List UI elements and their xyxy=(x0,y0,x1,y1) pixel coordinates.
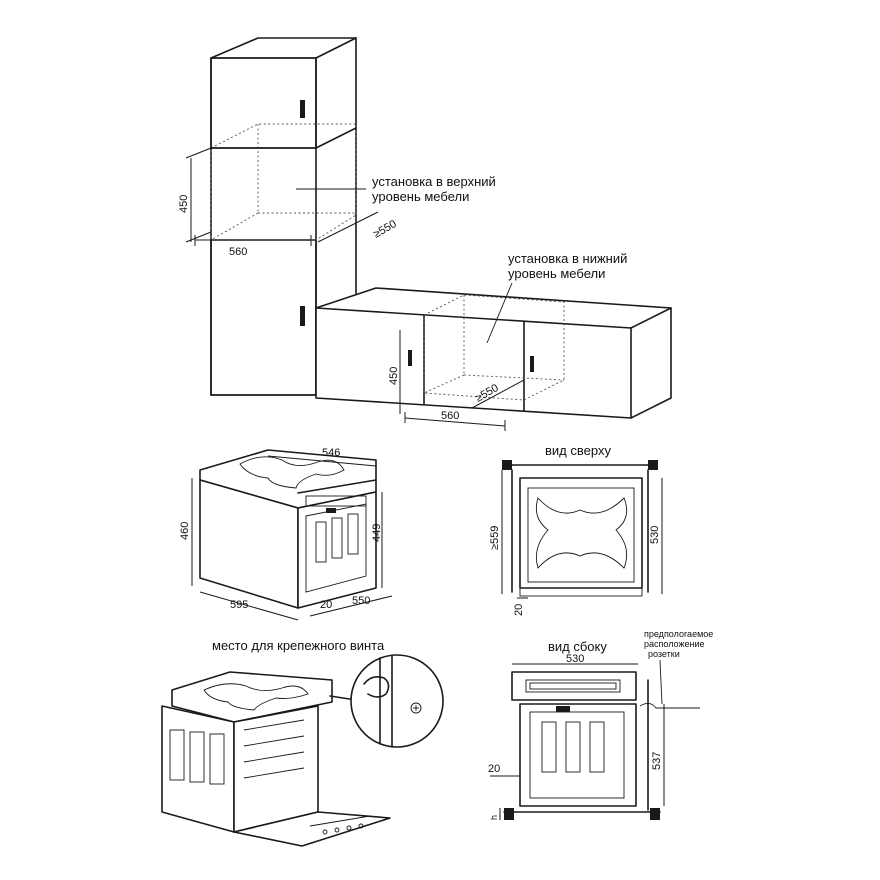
base-niche-width: 560 xyxy=(441,410,459,422)
side-view-label: вид сбоку xyxy=(548,639,607,654)
tall-niche-width: 560 xyxy=(229,246,247,258)
base-left-handle xyxy=(408,350,412,366)
oven-top-width: 546 xyxy=(322,447,340,459)
oven-isometric xyxy=(199,449,377,609)
oven-iso-dims: 546 460 449 595 550 20 xyxy=(179,447,393,621)
base-niche-height: 450 xyxy=(388,367,400,385)
socket-label-1: предпологаемое xyxy=(644,629,713,639)
mount-detail xyxy=(350,654,444,748)
lower-door-handle xyxy=(300,306,305,326)
top-view-niche: ≥559 xyxy=(489,526,501,550)
side-view-height: 537 xyxy=(651,752,663,770)
side-view-gap: 20 xyxy=(488,763,500,775)
oven-front-width: 595 xyxy=(230,599,248,611)
top-view-gap: 20 xyxy=(513,604,525,616)
side-view-depth: 530 xyxy=(566,653,584,665)
lower-install-label-1: установка в нижний xyxy=(508,251,627,266)
socket-label-2: расположение xyxy=(644,639,704,649)
mount-oven xyxy=(161,671,391,847)
base-cabinets xyxy=(315,287,672,419)
side-view: 530 xyxy=(503,653,700,820)
oven-side-depth: 550 xyxy=(352,595,370,607)
oven-left-height: 460 xyxy=(179,522,191,540)
top-view-body: 530 xyxy=(649,526,661,544)
side-view-h: h xyxy=(489,815,499,820)
tall-niche-depth: ≥550 xyxy=(372,218,399,241)
lower-install-label-2: уровень мебели xyxy=(508,266,605,281)
upper-install-label-1: установка в верхний xyxy=(372,174,496,189)
socket-label-3: розетки xyxy=(648,649,680,659)
side-view-dims: 537 20 h xyxy=(488,704,665,820)
top-view xyxy=(502,460,658,597)
upper-door-handle xyxy=(300,100,305,118)
screw-icon xyxy=(410,702,422,714)
base-right-handle xyxy=(530,356,534,372)
upper-install-label-2: уровень мебели xyxy=(372,189,469,204)
mount-screw-label: место для крепежного винта xyxy=(212,638,385,653)
oven-door-depth: 20 xyxy=(320,599,332,611)
top-view-dims: ≥559 530 20 xyxy=(489,470,663,616)
oven-right-height: 449 xyxy=(371,524,383,542)
top-view-label: вид сверху xyxy=(545,443,611,458)
tall-niche-height: 450 xyxy=(178,195,190,213)
